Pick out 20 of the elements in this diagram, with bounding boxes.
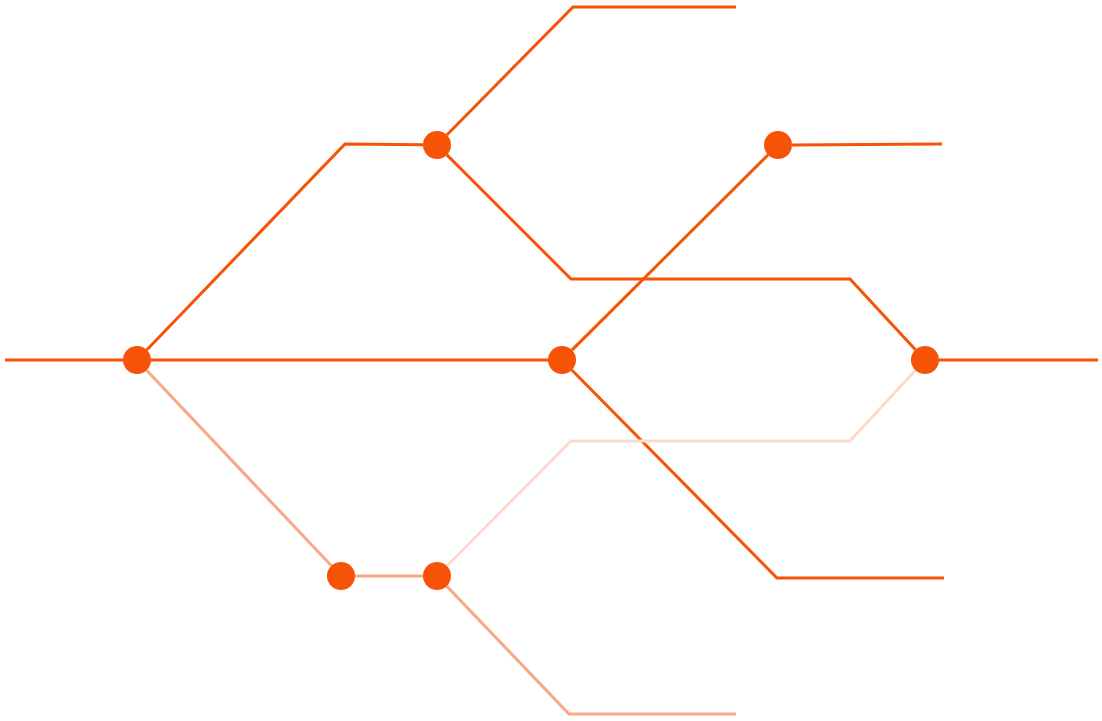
dot-node (911, 346, 939, 374)
connector-line (445, 369, 917, 568)
connector-line (570, 153, 770, 352)
dot-node (764, 131, 792, 159)
connector-line (355, 574, 423, 578)
connector-line (145, 369, 333, 567)
connector-line (445, 5, 736, 137)
connector-line (145, 142, 423, 351)
dot-node (423, 562, 451, 590)
connector-line (792, 142, 942, 147)
dot-node (327, 562, 355, 590)
connector-line (445, 153, 917, 351)
connector-line (445, 585, 736, 716)
dot-node (423, 131, 451, 159)
dot-node (548, 346, 576, 374)
dot-node (123, 346, 151, 374)
connector-line (570, 368, 944, 580)
connector-line (151, 358, 548, 362)
connector-line (939, 358, 1098, 362)
connector-line (5, 358, 123, 362)
